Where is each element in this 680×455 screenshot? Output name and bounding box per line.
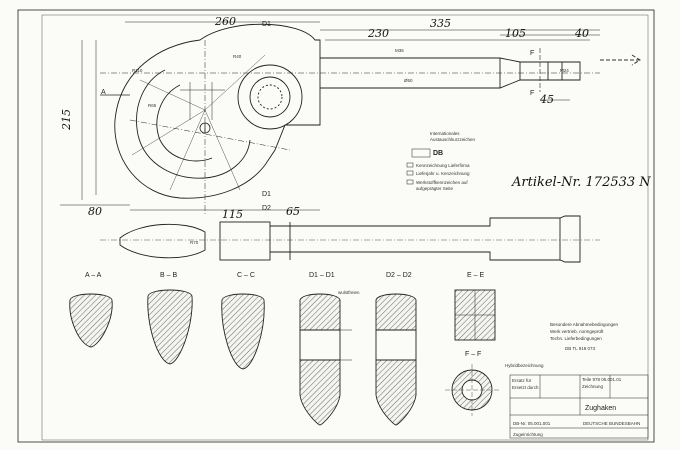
legend-line-3: Werkstoffkennzeichen auf [416,180,468,185]
section-ff-shape [445,364,500,416]
note-hybrid: Hybridbezeichnung [505,363,544,368]
dim-215: 215 [60,109,73,131]
section-bb-shape [147,289,193,365]
inner-frame [41,14,649,441]
note-right-4: DB TL 918 073 [565,346,596,351]
dim-45: 45 [539,93,554,106]
legend-line-2: Lieferjahr u. Kenzeichnung [416,171,470,176]
title-drawing-no: DB-Nr. 05.001.001 [513,421,551,426]
section-ee-shape [454,289,496,341]
note-m24: M24 [560,68,569,73]
note-r70: R70 [190,240,199,245]
legend [406,148,431,185]
title-line2: Zeichnung [582,384,604,389]
hook-side-view [100,215,600,263]
db-stamp [199,122,211,134]
title-block [509,374,649,439]
dim-40: 40 [574,27,589,40]
legend-title: Internationales [430,131,460,136]
section-d2d2-label: D2 – D2 [386,272,412,279]
note-weld: wulstfreien [338,290,360,295]
section-aa-shape [69,293,113,348]
dim-115: 115 [222,208,243,221]
note-r40: R40 [233,54,242,59]
label-f-bottom: F [530,90,534,97]
section-aa-label: A – A [85,272,102,279]
legend-subtitle: Austauschkurzzeichen [430,137,476,142]
section-ff-label: F – F [465,351,481,358]
label-f-top: F [530,50,534,57]
title-partno: Teile 978 05.001.01 [582,377,622,382]
note-r65: R65 [148,103,157,108]
hook-plan-view [60,21,600,215]
title-name: Zughaken [585,405,616,412]
dim-335: 335 [430,17,451,30]
title-footer: Zugeinrichtung [513,432,543,437]
note-d50: Ø50 [404,78,413,83]
legend-line-4: aufgeprägter Seite [416,186,454,191]
note-right-1: Besondere Abnahmebedingungen [550,322,619,327]
section-bb-label: B – B [160,272,177,279]
dim-260: 260 [214,15,236,28]
legend-line-1: Kennzeichnung Lieferfirma [416,163,470,168]
legend-stamp-db: DB [433,150,443,157]
section-cc-shape [221,293,265,370]
title-left-1: Ersatz für [512,378,532,383]
dim-105: 105 [505,27,526,40]
section-d1d1-label: D1 – D1 [309,272,335,279]
article-number: Artikel-Nr. 172533 N [511,175,651,190]
drawing-frame [17,9,655,443]
section-d2d2-shape [375,293,417,426]
title-company: DEUTSCHE BUNDESBAHN [583,421,640,426]
note-right-3: Techn. Lieferbedingungen [550,336,602,341]
label-d2-bottom: D2 [262,205,271,212]
label-d1-bottom: D1 [262,191,271,198]
note-m36: M36 [395,48,404,53]
direction-arrow [600,54,641,66]
dim-80: 80 [88,205,102,218]
section-ee-label: E – E [467,272,484,279]
section-d1d1-shape [299,293,352,426]
dim-230: 230 [367,27,389,40]
dim-65: 65 [286,205,300,218]
title-left-2: Ersetzt durch [512,385,539,390]
label-a-left: A [101,89,106,96]
note-right-2: Werk vertrieb, normgeprüft [550,329,604,334]
section-cc-label: C – C [237,272,255,279]
note-r110: R110 [132,68,143,73]
label-d1-top: D1 [262,21,271,28]
